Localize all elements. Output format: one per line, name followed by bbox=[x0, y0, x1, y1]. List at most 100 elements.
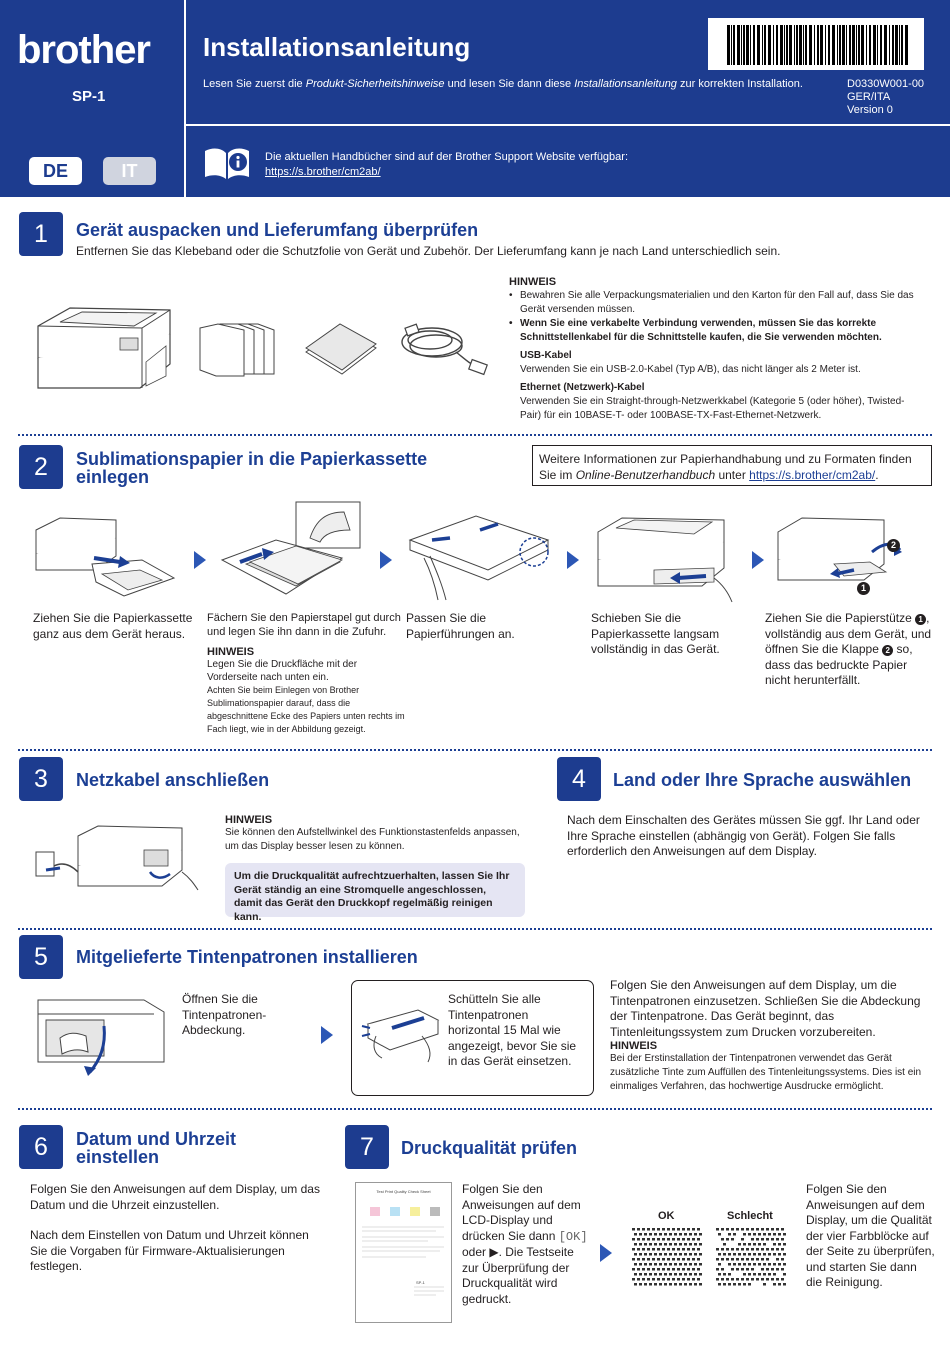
nozzle-dot bbox=[664, 1273, 667, 1276]
step2-arrow-3 bbox=[567, 551, 579, 569]
barcode-bar bbox=[832, 25, 835, 65]
nozzle-dot bbox=[723, 1243, 726, 1246]
play-key: ▶ bbox=[489, 1245, 499, 1259]
nozzle-dot bbox=[649, 1273, 652, 1276]
nozzle-dot bbox=[689, 1253, 692, 1256]
nozzle-dot bbox=[689, 1283, 692, 1286]
nozzle-dot bbox=[637, 1248, 640, 1251]
nozzle-dot bbox=[778, 1233, 781, 1236]
nozzle-dot bbox=[768, 1263, 771, 1266]
nozzle-dot bbox=[659, 1253, 662, 1256]
nozzle-dot bbox=[644, 1233, 647, 1236]
nozzle-dot bbox=[731, 1278, 734, 1281]
nozzle-dot bbox=[644, 1283, 647, 1286]
nozzle-dot bbox=[721, 1228, 724, 1231]
nozzle-dot bbox=[654, 1283, 657, 1286]
nozzle-dot bbox=[741, 1228, 744, 1231]
paper-info-link[interactable]: https://s.brother/cm2ab/ bbox=[749, 467, 876, 482]
nozzle-dot bbox=[776, 1248, 779, 1251]
barcode-bar bbox=[873, 25, 876, 65]
nozzle-dot bbox=[773, 1263, 776, 1266]
nozzle-dot bbox=[694, 1273, 697, 1276]
nozzle-dot bbox=[669, 1253, 672, 1256]
step1-hinweis-label: HINWEIS bbox=[509, 276, 557, 288]
step3-title: Netzkabel anschließen bbox=[76, 770, 270, 790]
step3-hinweis-label: HINWEIS bbox=[225, 814, 273, 826]
nozzle-dot bbox=[778, 1263, 781, 1266]
nozzle-dot bbox=[689, 1243, 692, 1246]
nozzle-dot bbox=[679, 1283, 682, 1286]
nozzle-dot bbox=[637, 1268, 640, 1271]
step5-note: Bei der Erstinstallation der Tintenpatro… bbox=[610, 1053, 922, 1092]
nozzle-dot bbox=[659, 1273, 662, 1276]
nozzle-dot bbox=[684, 1283, 687, 1286]
step5-arrow bbox=[321, 1026, 333, 1044]
nozzle-dot bbox=[766, 1258, 769, 1261]
step-number-3: 3 bbox=[19, 757, 63, 801]
nozzle-dot bbox=[731, 1228, 734, 1231]
lang-tab-it[interactable]: IT bbox=[103, 157, 156, 185]
nozzle-dot bbox=[773, 1243, 776, 1246]
nozzle-dot bbox=[726, 1258, 729, 1261]
nozzle-dot bbox=[644, 1263, 647, 1266]
step5-caption-2: Schütteln Sie alle Tintenpatronen horizo… bbox=[448, 992, 577, 1068]
nozzle-dot bbox=[723, 1283, 726, 1286]
nozzle-dot bbox=[632, 1278, 635, 1281]
nozzle-dot bbox=[758, 1243, 761, 1246]
nozzle-dot bbox=[748, 1243, 751, 1246]
bad-pattern-label: Schlecht bbox=[727, 1210, 773, 1222]
nozzle-dot bbox=[716, 1258, 719, 1261]
nozzle-dot bbox=[647, 1278, 650, 1281]
nozzle-dot bbox=[692, 1278, 695, 1281]
ok-pattern-label: OK bbox=[658, 1210, 675, 1222]
barcode-bar bbox=[861, 25, 864, 65]
nozzle-dot bbox=[746, 1278, 749, 1281]
nozzle-dot bbox=[647, 1238, 650, 1241]
nozzle-dot bbox=[763, 1283, 766, 1286]
usb-cable-text: Verwenden Sie ein USB-2.0-Kabel (Typ A/B… bbox=[520, 364, 861, 375]
step2-caption-1: Ziehen Sie die Papierkassette ganz aus d… bbox=[33, 611, 193, 641]
nozzle-dot bbox=[726, 1238, 729, 1241]
nozzle-dot bbox=[634, 1233, 637, 1236]
barcode-bar bbox=[784, 25, 785, 65]
nozzle-dot bbox=[632, 1228, 635, 1231]
nozzle-dot bbox=[721, 1268, 724, 1271]
step7-arrow bbox=[600, 1244, 612, 1262]
nozzle-dot bbox=[669, 1233, 672, 1236]
open-ink-cover-illustration bbox=[34, 996, 168, 1081]
header-divider-vertical bbox=[184, 0, 186, 197]
step6-text-1: Folgen Sie den Anweisungen auf dem Displ… bbox=[30, 1182, 320, 1212]
nozzle-dot bbox=[758, 1273, 761, 1276]
barcode-bar bbox=[820, 25, 823, 65]
nozzle-dot bbox=[642, 1248, 645, 1251]
paper-support-illustration bbox=[774, 512, 924, 603]
nozzle-dot bbox=[692, 1268, 695, 1271]
ok-nozzle-pattern bbox=[632, 1228, 702, 1286]
nozzle-dot bbox=[639, 1253, 642, 1256]
nozzle-dot bbox=[679, 1253, 682, 1256]
nozzle-dot bbox=[783, 1263, 786, 1266]
shake-cartridge-box bbox=[351, 980, 594, 1096]
nozzle-dot bbox=[771, 1278, 774, 1281]
nozzle-dot bbox=[763, 1273, 766, 1276]
nozzle-dot bbox=[733, 1283, 736, 1286]
barcode-bar bbox=[828, 25, 830, 65]
barcode-bar bbox=[805, 25, 807, 65]
lang-tab-de[interactable]: DE bbox=[29, 157, 82, 185]
nozzle-dot bbox=[689, 1273, 692, 1276]
nozzle-dot bbox=[674, 1263, 677, 1266]
paper-sheets-illustration bbox=[300, 322, 380, 383]
nozzle-dot bbox=[776, 1268, 779, 1271]
step2-arrow-2 bbox=[380, 551, 392, 569]
support-info: Die aktuellen Handbücher sind auf der Br… bbox=[265, 151, 629, 178]
nozzle-dot bbox=[674, 1243, 677, 1246]
support-link[interactable]: https://s.brother/cm2ab/ bbox=[265, 166, 381, 178]
bad-nozzle-pattern bbox=[716, 1228, 786, 1286]
nozzle-dot bbox=[746, 1258, 749, 1261]
nozzle-dot bbox=[672, 1278, 675, 1281]
nozzle-dot bbox=[654, 1233, 657, 1236]
nozzle-dot bbox=[632, 1248, 635, 1251]
nozzle-dot bbox=[748, 1233, 751, 1236]
nozzle-dot bbox=[692, 1228, 695, 1231]
nozzle-dot bbox=[766, 1248, 769, 1251]
